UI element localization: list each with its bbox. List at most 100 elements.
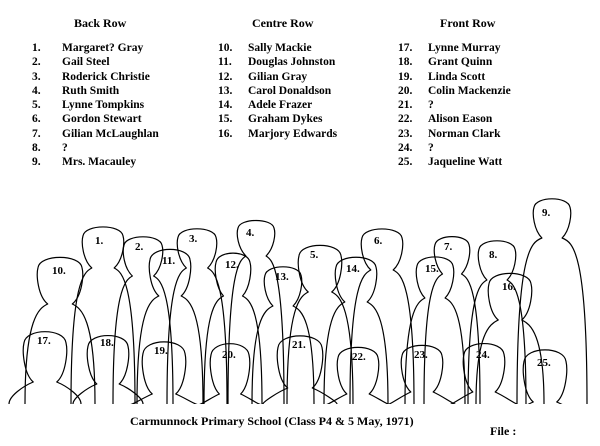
entry-number: 1. [32, 42, 41, 54]
name-entry: 1. Margaret? Gray [32, 41, 159, 55]
entry-number: 21. [398, 99, 413, 112]
figure-number-label: 10. [52, 265, 66, 277]
figure-number-label: 5. [310, 249, 319, 261]
figure-number-label: 22. [352, 351, 366, 363]
file-label: File : [490, 424, 517, 438]
name-entry: 22.Alison Eason [398, 112, 511, 126]
figure-number-label: 25. [537, 357, 551, 369]
entry-number: 18. [398, 56, 413, 69]
figure-number-label: 17. [37, 335, 51, 347]
entry-name: Lynne Murray [428, 42, 501, 54]
name-entry: 25.Jaqueline Watt [398, 155, 511, 169]
person-outline [112, 236, 174, 405]
entry-number: 19. [398, 70, 413, 83]
centre-row-title: Centre Row [252, 16, 314, 30]
person-outline [467, 240, 527, 405]
entry-name: Linda Scott [428, 70, 486, 83]
entry-number: 11. [218, 56, 232, 69]
figure-number-label: 2. [135, 241, 144, 253]
entry-number: 15. [218, 113, 233, 126]
name-entry: 3.Roderick Christie [32, 70, 159, 84]
entry-number: 8. [32, 142, 41, 155]
entry-number: 7. [32, 127, 41, 140]
name-entry: 8.? [32, 141, 159, 155]
entry-number: 2. [32, 56, 41, 69]
figure-number-label: 11. [162, 255, 175, 267]
entry-name: ? [428, 99, 434, 112]
name-entry: 19. Linda Scott [398, 70, 511, 84]
name-entry: 12.Gilian Gray [218, 70, 337, 84]
person-outline [423, 236, 481, 405]
entry-number: 10. [218, 42, 233, 54]
person-outline [516, 198, 588, 405]
entry-name: Marjory Edwards [248, 127, 338, 140]
name-entry: 2. Gail Steel [32, 55, 159, 69]
photo-caption: Carmunnock Primary School (Class P4 & 5 … [130, 414, 414, 428]
entry-name: Graham Dykes [248, 113, 323, 126]
name-entry: 14. Adele Frazer [218, 98, 337, 112]
entry-name: Gilian McLaughlan [62, 127, 159, 140]
entry-number: 13. [218, 84, 233, 97]
figure-number-label: 15. [425, 263, 439, 275]
person-outline [8, 331, 82, 405]
entry-name: Roderick Christie [62, 70, 150, 83]
entry-name: ? [428, 142, 434, 155]
entry-number: 24. [398, 142, 413, 155]
entry-number: 17. [398, 42, 413, 54]
person-outline [127, 341, 201, 406]
front-row-title: Front Row [440, 16, 496, 30]
person-outline [286, 244, 354, 405]
name-entry: 23.Norman Clark [398, 127, 511, 141]
person-outline [387, 344, 457, 405]
name-entry: 20.Colin Mackenzie [398, 84, 511, 98]
figure-number-label: 1. [95, 235, 104, 247]
name-entry: 17. Lynne Murray [398, 41, 511, 55]
name-entry: 24.? [398, 141, 511, 155]
name-entry: 16. Marjory Edwards [218, 127, 337, 141]
person-outline [70, 226, 136, 405]
entry-number: 4. [32, 84, 41, 97]
figure-number-label: 20. [222, 349, 236, 361]
entry-name: Mrs. Macauley [62, 156, 137, 169]
person-outline [262, 335, 338, 405]
entry-number: 14. [218, 99, 233, 112]
entry-name: Lynne Tompkins [62, 99, 145, 112]
figure-number-label: 24. [476, 349, 490, 361]
figure-number-label: 7. [444, 241, 453, 253]
person-outline [475, 272, 545, 405]
entry-name: Gail Steel [62, 56, 110, 69]
person-outline [323, 256, 389, 405]
person-outline [72, 335, 144, 405]
name-entry: 21.? [398, 98, 511, 112]
figure-number-label: 23. [414, 349, 428, 361]
figure-number-label: 12. [225, 259, 239, 271]
entry-name: Margaret? Gray [62, 42, 144, 54]
figure-number-label: 16. [502, 281, 516, 293]
figure-number-label: 4. [246, 227, 255, 239]
person-outline [227, 219, 285, 405]
entry-name: ? [62, 142, 68, 155]
entry-name: Adele Frazer [248, 99, 313, 112]
back-row-title: Back Row [74, 16, 127, 30]
figure-number-label: 8. [489, 249, 498, 261]
person-outline [449, 343, 519, 405]
entry-number: 16. [218, 127, 233, 140]
person-outline [203, 252, 263, 405]
entry-name: Alison Eason [428, 113, 493, 126]
figure-number-label: 9. [542, 207, 551, 219]
entry-name: Grant Quinn [428, 56, 493, 69]
name-entry: 9.Mrs. Macauley [32, 155, 159, 169]
name-entry: 13.Carol Donaldson [218, 84, 337, 98]
figure-number-label: 6. [374, 235, 383, 247]
entry-name: Jaqueline Watt [428, 156, 503, 169]
entry-number: 12. [218, 70, 233, 83]
name-entry: 18. Grant Quinn [398, 55, 511, 69]
person-outline [323, 346, 393, 406]
entry-name: Douglas Johnston [248, 56, 336, 69]
entry-name: Norman Clark [428, 127, 501, 140]
name-entry: 4.Ruth Smith [32, 84, 159, 98]
